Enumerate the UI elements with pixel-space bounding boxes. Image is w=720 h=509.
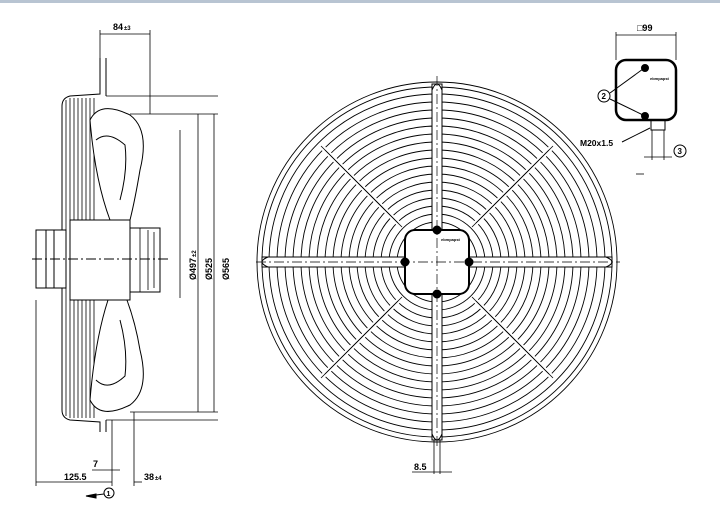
callout-3: 3 (678, 147, 683, 156)
top-bar (0, 0, 720, 3)
dim-38: 38±4 (144, 472, 162, 482)
box-badge: ebmpapst (650, 76, 670, 81)
terminal-box-view (597, 32, 687, 175)
dim-d497: Ø497±2 (188, 250, 198, 280)
dim-7: 7 (93, 459, 98, 469)
dim-d525: Ø525 (204, 258, 214, 280)
front-view (256, 76, 620, 474)
dim-square-99: □99 (637, 23, 652, 33)
side-view (32, 30, 218, 499)
callout-2: 2 (602, 92, 607, 101)
dim-depth: 84±3 (113, 22, 131, 32)
callout-1: 1 (107, 491, 111, 498)
dim-125-5: 125.5 (64, 472, 87, 482)
thread-label: M20x1.5 (580, 138, 613, 148)
dim-8-5: 8.5 (414, 462, 427, 472)
hub-badge: ebmpapst (441, 237, 461, 242)
dim-d565: Ø565 (221, 258, 231, 280)
